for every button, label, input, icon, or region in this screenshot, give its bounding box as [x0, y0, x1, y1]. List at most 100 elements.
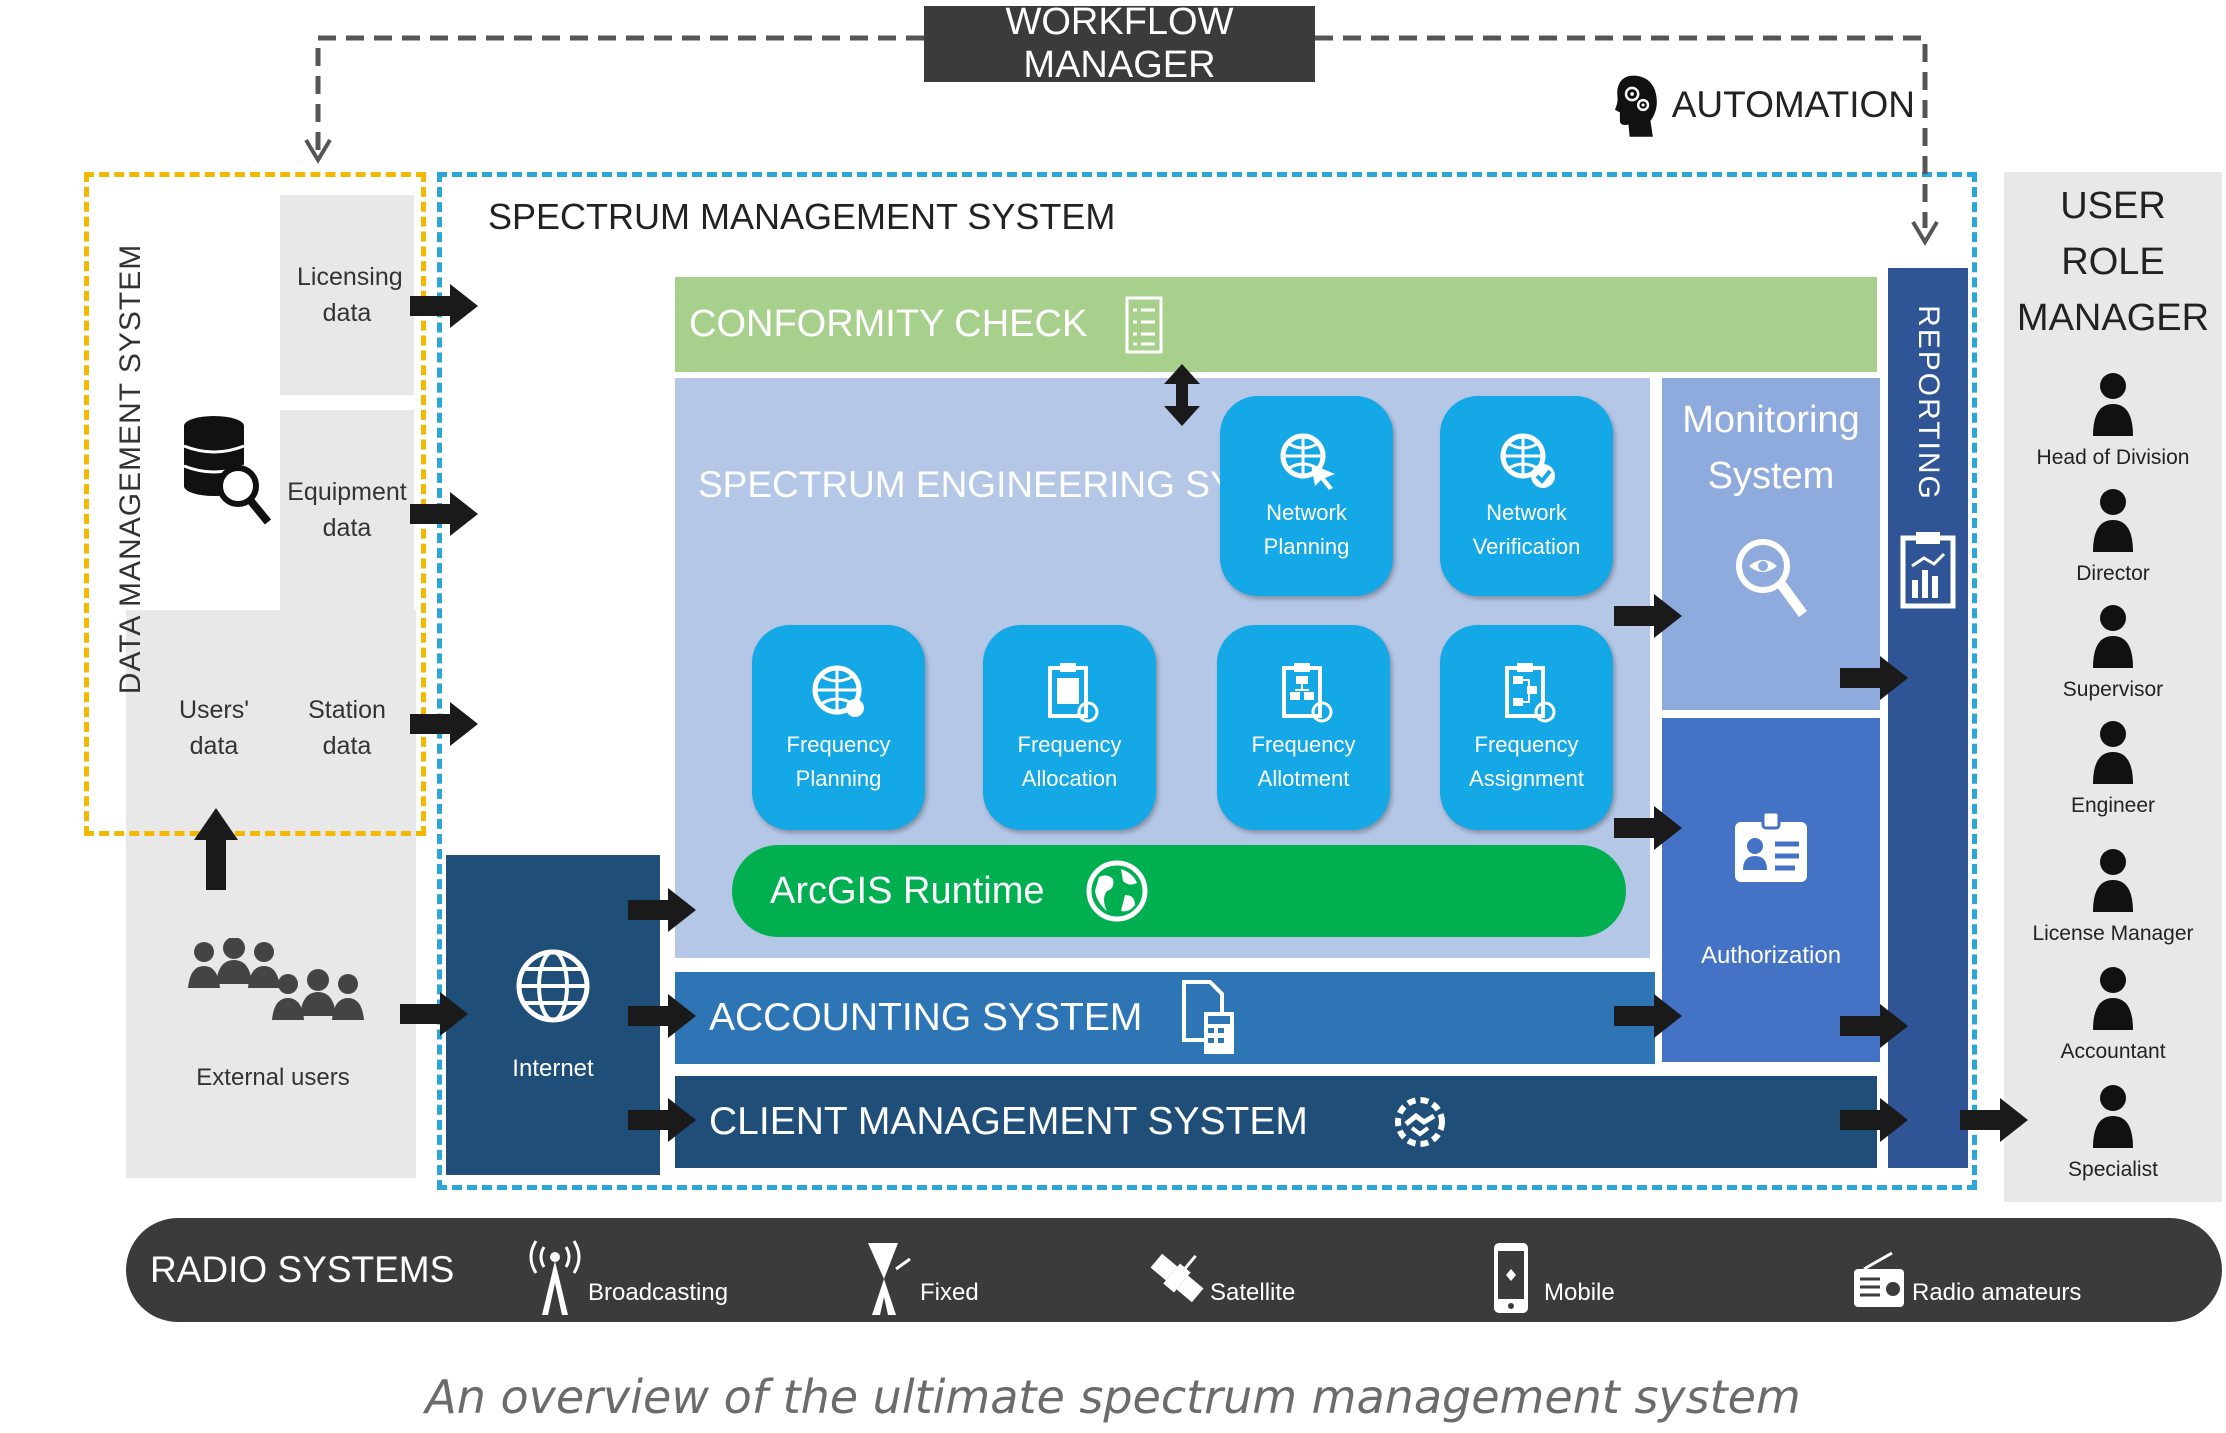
flowchart-clipboard-icon	[1504, 662, 1555, 722]
figure-caption: An overview of the ultimate spectrum man…	[425, 1370, 1801, 1424]
document-calculator-icon	[1182, 980, 1235, 1054]
radio-item-label: Broadcasting	[588, 1279, 729, 1306]
dish-tower-icon	[868, 1243, 911, 1315]
external-users-label: External users	[196, 1064, 350, 1091]
role-label: Accountant	[2060, 1040, 2166, 1063]
role-label: Supervisor	[2062, 678, 2164, 701]
frequency-allocation-tile[interactable]: Frequency Allocation	[983, 625, 1156, 830]
radio-systems-title: RADIO SYSTEMS	[150, 1249, 455, 1290]
role-label: License Manager	[2032, 922, 2194, 945]
radio-item-label: Radio amateurs	[1912, 1279, 2082, 1306]
role-supervisor: Supervisor	[2004, 604, 2222, 724]
checklist-icon	[1125, 296, 1163, 353]
equipment-data-label: Equipment data	[287, 478, 407, 542]
radio-item-radio-amateurs: Radio amateurs	[1850, 1225, 2081, 1317]
role-specialist: Specialist	[2004, 1084, 2222, 1204]
frequency-planning-tile[interactable]: Frequency Planning	[752, 625, 925, 830]
radio-item-fixed: Fixed	[858, 1225, 979, 1317]
database-search-icon	[182, 410, 274, 535]
role-director: Director	[2004, 488, 2222, 608]
spectrum-management-title: SPECTRUM MANAGEMENT SYSTEM	[488, 196, 1116, 237]
authorization-label: Authorization	[1700, 942, 1842, 969]
handshake-gear-icon	[1394, 1097, 1445, 1147]
station-data-label: Station data	[308, 695, 386, 760]
external-users-icon	[186, 937, 366, 1043]
radio-item-label: Satellite	[1210, 1279, 1296, 1306]
licensing-data-label: Licensing data	[297, 263, 403, 327]
accounting-system-bar: ACCOUNTING SYSTEM	[675, 972, 1655, 1064]
radio-item-label: Mobile	[1544, 1279, 1615, 1306]
globe-icon	[812, 665, 864, 717]
spectrum-management-frame	[437, 172, 1977, 1190]
radio-receiver-icon	[1854, 1251, 1904, 1307]
person-icon	[2093, 1085, 2133, 1148]
internet-block: Internet	[446, 855, 660, 1175]
conformity-check-bar: CONFORMITY CHECK	[675, 277, 1877, 372]
magnifier-eye-icon	[1736, 539, 1808, 617]
id-badge-icon	[1735, 810, 1807, 882]
arcgis-runtime-label: ArcGIS Runtime	[770, 869, 1045, 912]
role-label: Engineer	[2070, 794, 2156, 817]
internet-label: Internet	[512, 1055, 594, 1082]
person-icon	[2093, 721, 2133, 784]
users-data-label: Users' data	[178, 695, 250, 760]
role-license-manager: License Manager	[2004, 848, 2222, 968]
clipboard-icon	[1047, 662, 1098, 722]
globe-check-icon	[1500, 433, 1555, 488]
role-label: Specialist	[2068, 1158, 2158, 1181]
monitoring-label-1: Monitoring	[1682, 399, 1860, 441]
role-label: Head of Division	[2036, 446, 2190, 469]
licensing-data-cell: Licensing data	[280, 195, 414, 395]
station-data-cell: Station data	[280, 630, 414, 825]
role-head-of-division: Head of Division	[2004, 372, 2222, 492]
urm-title-line-1: USER	[2060, 185, 2166, 227]
person-icon	[2093, 967, 2133, 1030]
frequency-assignment-label: Frequency Assignment	[1469, 731, 1584, 791]
role-accountant: Accountant	[2004, 966, 2222, 1086]
globe-icon	[516, 949, 590, 1023]
arcgis-runtime-bar: ArcGIS Runtime	[732, 845, 1626, 937]
client-management-label: CLIENT MANAGEMENT SYSTEM	[709, 1100, 1308, 1143]
automation-group: AUTOMATION	[1615, 52, 1915, 158]
person-icon	[2093, 373, 2133, 436]
role-engineer: Engineer	[2004, 720, 2222, 840]
client-management-bar: CLIENT MANAGEMENT SYSTEM	[675, 1076, 1877, 1168]
accounting-system-label: ACCOUNTING SYSTEM	[709, 996, 1143, 1039]
frequency-planning-label: Frequency Planning	[786, 731, 891, 791]
monitoring-system-block: Monitoring System	[1662, 378, 1880, 710]
network-verification-label: Network Verification	[1472, 500, 1581, 559]
report-clipboard-icon	[1900, 532, 1956, 609]
urm-title-line-3: MANAGER	[2016, 297, 2210, 339]
network-planning-label: Network Planning	[1263, 500, 1350, 559]
flowchart-clipboard-icon	[1281, 662, 1332, 722]
radio-item-mobile: Mobile	[1482, 1225, 1615, 1317]
monitoring-label-2: System	[1707, 455, 1835, 497]
person-icon	[2093, 605, 2133, 668]
network-verification-tile[interactable]: Network Verification	[1440, 396, 1613, 596]
person-icon	[2093, 849, 2133, 912]
user-role-manager-title: USER ROLE MANAGER	[2004, 172, 2222, 352]
data-management-title-text: DATA MANAGEMENT SYSTEM	[114, 243, 147, 695]
workflow-manager-box: WORKFLOW MANAGER	[924, 1, 1315, 86]
mobile-phone-icon	[1494, 1243, 1528, 1313]
satellite-icon	[1150, 1253, 1204, 1303]
globe-map-icon	[1086, 860, 1148, 922]
radio-item-satellite: Satellite	[1148, 1225, 1295, 1317]
users-data-cell: Users' data	[158, 630, 270, 825]
frequency-allotment-tile[interactable]: Frequency Allotment	[1217, 625, 1390, 830]
network-planning-tile[interactable]: Network Planning	[1220, 396, 1393, 596]
radio-item-broadcasting: Broadcasting	[526, 1225, 728, 1317]
equipment-data-cell: Equipment data	[280, 410, 414, 610]
workflow-arrowhead-left	[304, 138, 332, 164]
automation-label: AUTOMATION	[1671, 84, 1915, 125]
globe-cursor-icon	[1280, 433, 1335, 490]
frequency-allocation-label: Frequency Allocation	[1017, 731, 1122, 791]
broadcast-tower-icon	[529, 1240, 581, 1315]
urm-title-line-2: ROLE	[2061, 241, 2165, 283]
radio-item-label: Fixed	[920, 1279, 979, 1306]
frequency-assignment-tile[interactable]: Frequency Assignment	[1440, 625, 1613, 830]
role-label: Director	[2076, 562, 2150, 585]
frequency-allotment-label: Frequency Allotment	[1251, 731, 1356, 791]
user-role-manager-panel	[2004, 172, 2222, 1202]
head-gears-icon	[1615, 75, 1657, 137]
